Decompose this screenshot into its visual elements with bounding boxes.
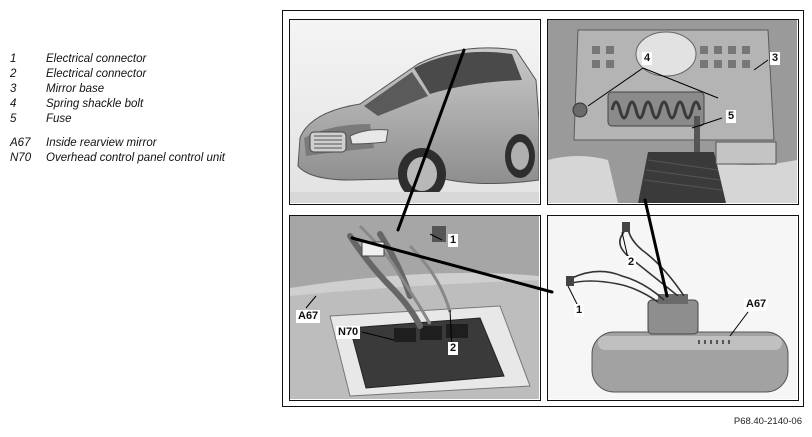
legend-desc: Electrical connector [46, 53, 147, 65]
legend-code: 5 [10, 113, 17, 125]
callout-2-mirror: 2 [626, 256, 637, 269]
callout-1-control-unit: 1 [448, 234, 459, 247]
legend-item: 3 Mirror base [10, 82, 280, 97]
callout-4: 4 [642, 52, 653, 65]
legend-code: 3 [10, 83, 17, 95]
legend-code: 1 [10, 53, 17, 65]
callout-1-mirror: 1 [574, 304, 585, 317]
legend-code: 4 [10, 98, 17, 110]
callout-3: 3 [770, 52, 781, 65]
legend-component: N70 Overhead control panel control unit [10, 151, 280, 166]
legend-item: 4 Spring shackle bolt [10, 97, 280, 112]
callout-n70: N70 [336, 326, 361, 339]
legend-item: 2 Electrical connector [10, 67, 280, 82]
car-photo-panel [289, 19, 541, 205]
legend-desc: Spring shackle bolt [46, 98, 144, 110]
callout-a67-mirror: A67 [744, 298, 769, 311]
figure-id: P68.40-2140-06 [733, 416, 802, 427]
legend-desc: Mirror base [46, 83, 105, 95]
legend-item: 1 Electrical connector [10, 52, 280, 67]
legend-desc: Overhead control panel control unit [46, 152, 225, 164]
legend-desc: Inside rearview mirror [46, 137, 157, 149]
legend-desc: Fuse [46, 113, 72, 125]
legend: 1 Electrical connector 2 Electrical conn… [10, 52, 280, 166]
control-unit-photo-panel [289, 215, 541, 401]
legend-code: A67 [10, 137, 31, 149]
callout-a67-control-unit: A67 [296, 310, 321, 323]
legend-component: A67 Inside rearview mirror [10, 136, 280, 151]
legend-item: 5 Fuse [10, 112, 280, 127]
mirror-base-photo-panel [547, 19, 799, 205]
legend-code: N70 [10, 152, 32, 164]
figure-frame [282, 10, 804, 407]
legend-code: 2 [10, 68, 17, 80]
callout-2-control-unit: 2 [448, 342, 459, 355]
legend-desc: Electrical connector [46, 68, 147, 80]
callout-5: 5 [726, 110, 737, 123]
